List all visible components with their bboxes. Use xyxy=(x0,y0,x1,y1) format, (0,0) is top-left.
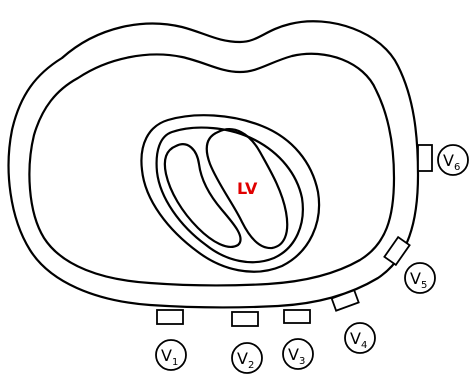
electrode-pad-v3 xyxy=(284,310,310,323)
lead-label-v6: V6 xyxy=(438,145,468,175)
electrode-pad-v5 xyxy=(384,237,409,265)
lead-label-v2: V2 xyxy=(232,343,262,373)
lead-label-v5: V5 xyxy=(405,263,435,293)
right-ventricle-chamber xyxy=(165,144,241,247)
electrode-pad-v4 xyxy=(332,290,359,310)
chest-wall-outer xyxy=(9,21,418,307)
left-ventricle-label: LV xyxy=(237,179,258,198)
lead-label-v3: V3 xyxy=(283,339,313,369)
electrode-pad-v6 xyxy=(418,145,432,171)
electrode-pad-v1 xyxy=(157,310,183,324)
lead-label-v1: V1 xyxy=(156,340,186,370)
electrode-pad-v2 xyxy=(232,312,258,326)
lead-label-v4: V4 xyxy=(345,323,375,353)
heart-outline xyxy=(141,115,319,272)
